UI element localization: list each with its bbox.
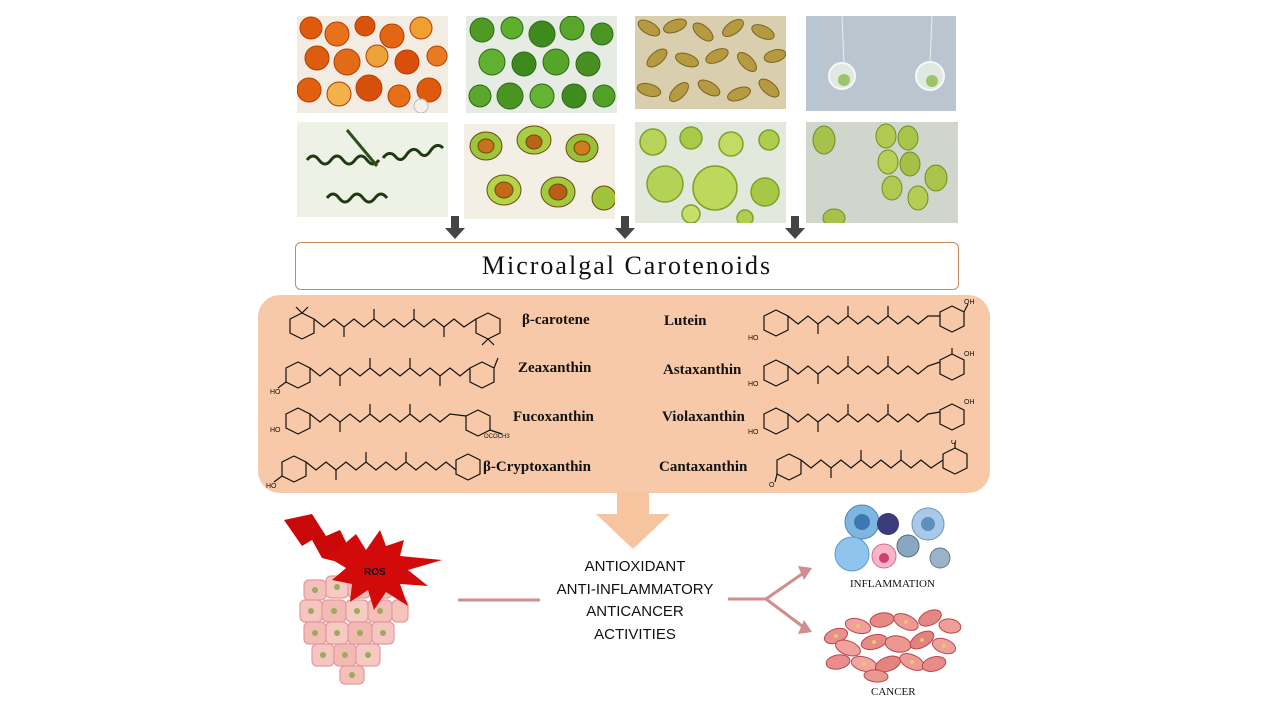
activity-line: ANTIOXIDANT xyxy=(584,558,686,575)
panel-down-arrow-icon xyxy=(596,492,670,549)
svg-text:HO: HO xyxy=(270,389,281,396)
ros-label: ROS xyxy=(364,567,386,578)
microalgae-image-green-cells xyxy=(466,16,617,113)
carotenoid-name: β-carotene xyxy=(522,312,590,328)
down-arrow-icon xyxy=(615,216,635,239)
ros-cells-illustration xyxy=(284,514,442,685)
svg-text:O: O xyxy=(769,482,775,488)
carotenoid-name: Zeaxanthin xyxy=(518,360,592,376)
carotenoid-name: Violaxanthin xyxy=(662,409,745,425)
microalgae-image-flagellates xyxy=(806,16,956,111)
microalgae-image-diatoms xyxy=(635,16,786,109)
fucoxanthin-structure: HO OCOCH3 xyxy=(270,404,510,440)
microalgae-image-chlorella xyxy=(635,122,786,223)
svg-text:OCOCH3: OCOCH3 xyxy=(484,434,510,440)
title-box: Microalgal Carotenoids xyxy=(295,242,959,290)
lutein-structure: HO OH xyxy=(748,299,975,342)
activity-line: ANTI-INFLAMMATORY xyxy=(556,580,714,598)
diagram-title: Microalgal Carotenoids xyxy=(481,251,773,280)
microalgae-image-spirulina xyxy=(297,122,448,217)
cancer-cells-illustration xyxy=(823,609,962,683)
svg-text:OH: OH xyxy=(964,351,975,358)
svg-text:HO: HO xyxy=(748,381,759,388)
activity-line: ACTIVITIES xyxy=(594,625,676,643)
svg-text:HO: HO xyxy=(748,429,759,436)
ros-connector-line xyxy=(458,598,540,602)
carotenoid-name: Cantaxanthin xyxy=(659,459,748,475)
svg-text:HO: HO xyxy=(266,483,277,490)
microalgae-image-orange-cells xyxy=(297,16,448,113)
activity-line: ANTICANCER xyxy=(586,603,684,620)
down-arrow-icon xyxy=(785,216,805,239)
svg-text:HO: HO xyxy=(748,335,759,342)
astaxanthin-structure: HO OH xyxy=(748,348,975,388)
down-arrow-icon xyxy=(445,216,465,239)
svg-text:HO: HO xyxy=(270,427,281,434)
carotenoid-panel xyxy=(258,295,990,493)
activities-text: ANTIOXIDANT ANTI-INFLAMMATORY ANTICANCER… xyxy=(540,556,730,646)
inflammation-label: INFLAMMATION xyxy=(850,578,935,590)
inflammation-cells-illustration xyxy=(834,504,951,572)
outcome-branch-arrows xyxy=(728,566,812,634)
beta-carotene-structure xyxy=(289,306,501,346)
beta-cryptoxanthin-structure: HO xyxy=(266,452,481,490)
carotenoid-name: Lutein xyxy=(664,313,707,329)
svg-text:OH: OH xyxy=(964,399,975,406)
zeaxanthin-structure: HO xyxy=(270,357,499,396)
svg-text:OH: OH xyxy=(964,299,975,306)
cantaxanthin-structure: O O xyxy=(769,440,968,488)
microalgae-image-haematococcus xyxy=(464,124,615,219)
violaxanthin-structure: HO OH xyxy=(748,399,975,436)
carotenoid-name: Fucoxanthin xyxy=(513,409,594,425)
svg-text:O: O xyxy=(951,440,957,446)
carotenoid-name: β-Cryptoxanthin xyxy=(483,459,591,475)
microalgae-image-tetraselmis xyxy=(806,122,958,223)
cancer-label: CANCER xyxy=(871,686,916,698)
carotenoid-name: Astaxanthin xyxy=(663,362,742,378)
